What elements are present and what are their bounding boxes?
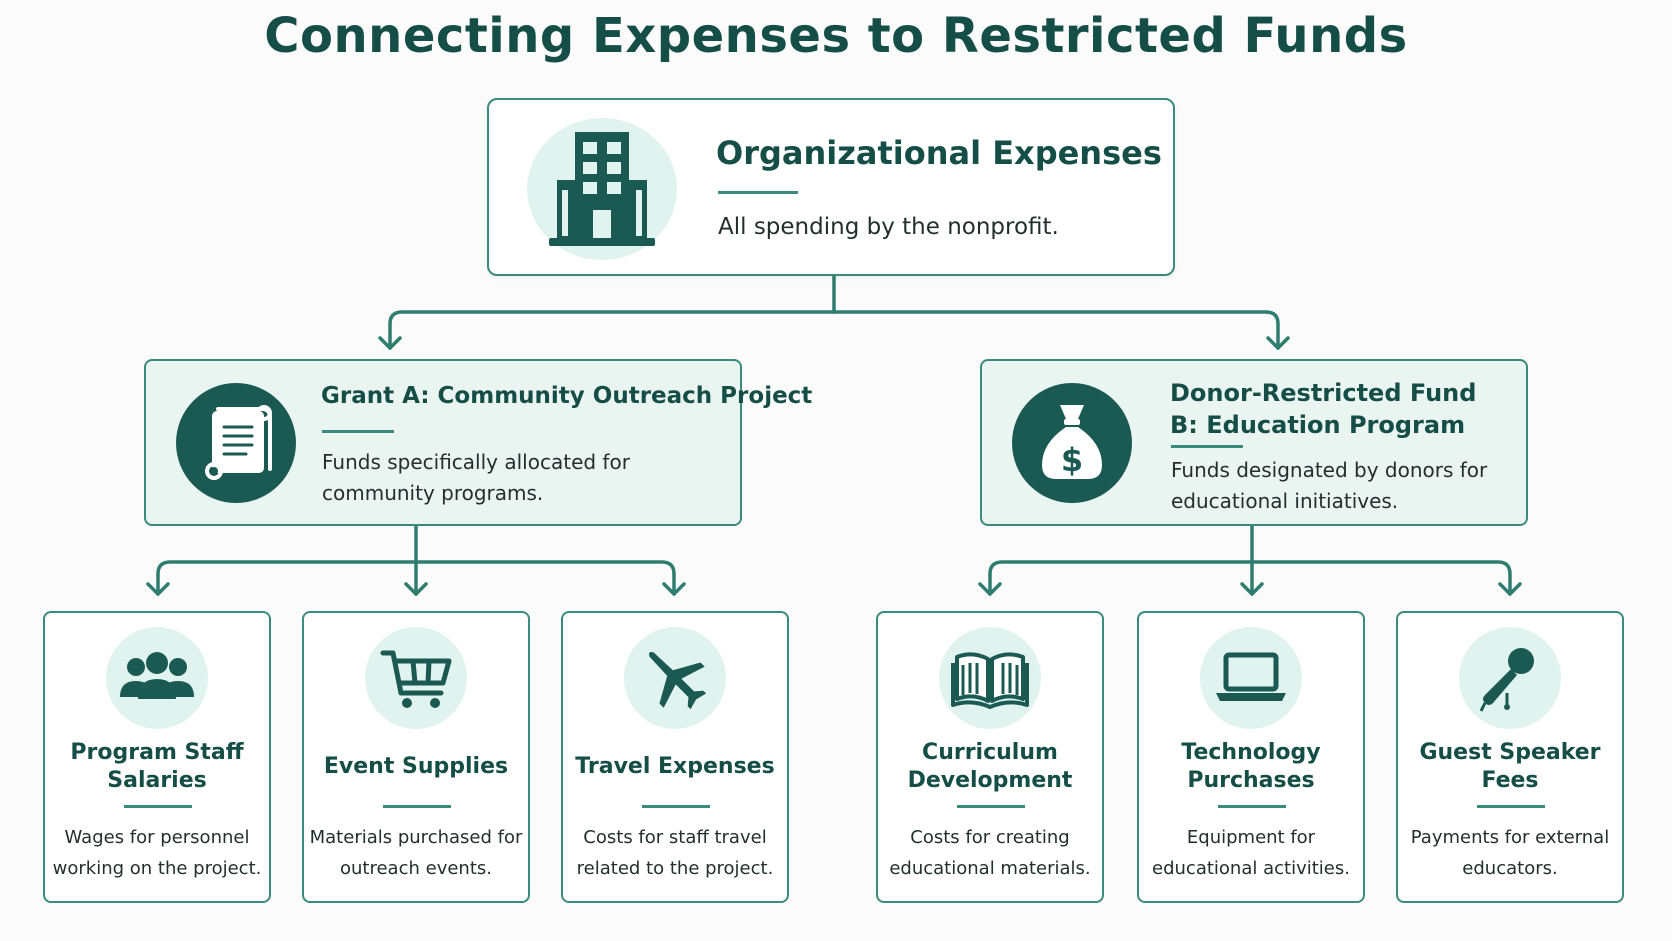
expense-description: Costs for creating educational materials… [889,827,1091,879]
expense-divider [383,805,451,808]
expense-card-travel-expenses: Travel Expenses Costs for staff travel r… [561,611,789,903]
expense-card-technology-purchases: Technology Purchases Equipment for educa… [1137,611,1365,903]
expense-heading: Curriculum Development [907,740,1073,793]
expense-card-program-staff-salaries: Program Staff Salaries Wages for personn… [43,611,271,903]
top-description: All spending by the nonprofit. [718,214,1059,240]
book-icon [951,652,1029,709]
expense-divider [1218,805,1286,808]
grant-a-description: Funds specifically allocated for communi… [322,450,630,505]
expense-heading: Program Staff Salaries [70,740,244,793]
microphone-icon [1479,648,1534,712]
building-icon [549,132,655,246]
expense-description: Costs for staff travel related to the pr… [576,827,774,879]
expense-divider [957,805,1025,808]
page-title: Connecting Expenses to Restricted Funds [264,8,1408,64]
expense-heading: Technology Purchases [1181,740,1321,793]
scroll-icon-circle [176,383,296,503]
grant-a-divider [322,430,394,433]
expense-card-event-supplies: Event Supplies Materials purchased for o… [302,611,530,903]
expense-heading: Guest Speaker Fees [1419,740,1601,793]
expense-description: Equipment for educational activities. [1152,827,1350,879]
fund-b-box: $ Donor-Restricted Fund B: Education Pro… [980,359,1528,526]
cart-icon [380,650,452,708]
money-bag-icon-circle: $ [1012,383,1132,503]
expense-divider [1477,805,1545,808]
expense-divider [124,805,192,808]
fund-b-heading: Donor-Restricted Fund B: Education Progr… [1170,379,1477,439]
fund-b-divider [1171,445,1243,448]
expense-heading: Event Supplies [323,754,509,779]
organizational-expenses-box: Organizational Expenses All spending by … [487,98,1175,276]
building-icon-circle [527,118,677,260]
expense-card-guest-speaker-fees: Guest Speaker Fees Payments for external… [1396,611,1624,903]
top-heading: Organizational Expenses [716,134,1162,172]
scroll-icon [205,405,272,480]
laptop-icon [1216,652,1286,701]
expense-heading: Travel Expenses [575,754,775,779]
people-icon [120,652,194,699]
connector-top-left [388,310,836,350]
money-bag-icon: $ [1042,405,1102,479]
connector-top-right [832,310,1280,350]
expense-description: Payments for external educators. [1410,827,1610,879]
top-divider [718,191,798,194]
grant-a-heading: Grant A: Community Outreach Project [321,383,813,409]
grant-a-box: Grant A: Community Outreach Project Fund… [144,359,812,526]
expense-card-curriculum-development: Curriculum Development Costs for creatin… [876,611,1104,903]
expense-divider [642,805,710,808]
expense-description: Materials purchased for outreach events. [309,827,523,879]
fund-b-description: Funds designated by donors for education… [1171,458,1488,513]
airplane-icon [649,652,707,710]
expense-description: Wages for personnel working on the proje… [52,827,262,879]
svg-text:$: $ [1061,441,1083,479]
